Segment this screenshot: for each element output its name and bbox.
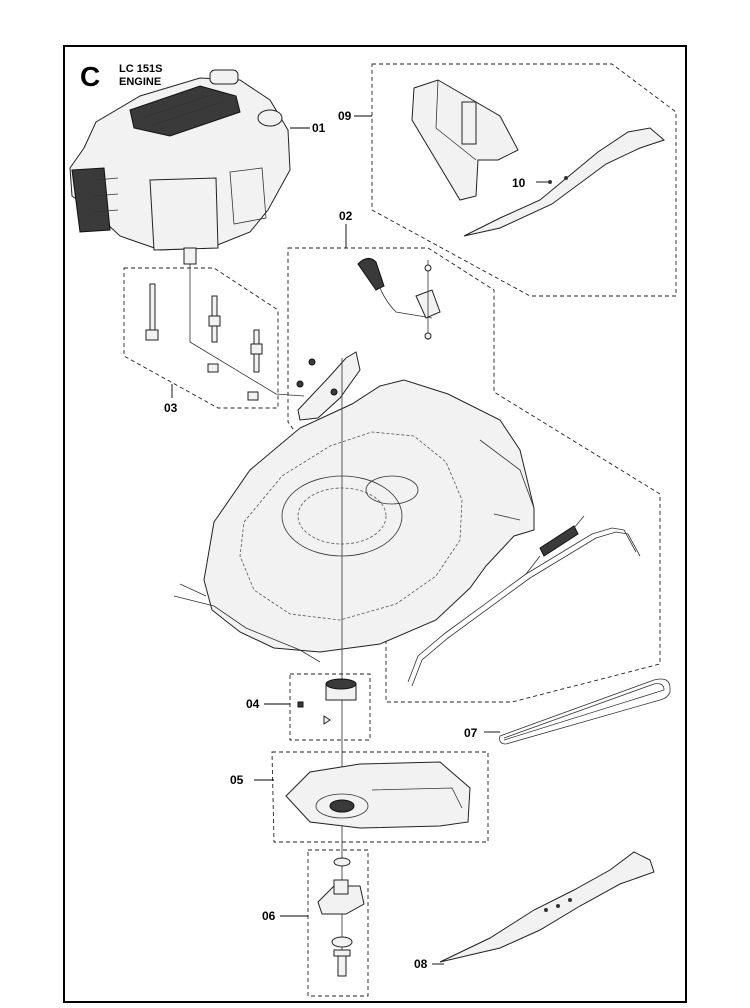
model-name: LC 151S — [119, 63, 162, 75]
callout-03: 03 — [164, 401, 178, 415]
callout-07: 07 — [464, 726, 478, 740]
blade-10-part — [463, 127, 665, 237]
group-06-outline — [307, 849, 369, 997]
blade-hub-part — [317, 857, 365, 977]
callout-08: 08 — [414, 957, 428, 971]
group-04-outline — [289, 673, 371, 741]
section-letter: C — [80, 61, 100, 92]
spring-part — [525, 515, 585, 575]
bolts-part — [145, 283, 263, 401]
mulching-plug-part — [411, 79, 519, 201]
model-subtitle: ENGINE — [119, 76, 161, 88]
callout-01: 01 — [312, 121, 326, 135]
cutting-deck-part — [173, 379, 535, 663]
callout-09: 09 — [338, 109, 352, 123]
blade-brake-bracket-part — [296, 351, 361, 421]
belt-part — [499, 678, 671, 745]
handle-rod-part — [407, 527, 641, 687]
callout-06: 06 — [262, 909, 276, 923]
blade-08-part — [439, 851, 655, 963]
adapter-part — [297, 678, 357, 725]
callout-10: 10 — [512, 176, 526, 190]
group-05-outline — [271, 751, 489, 843]
engine-part — [69, 69, 291, 265]
throttle-lever-part — [357, 258, 441, 340]
callout-02: 02 — [339, 209, 353, 223]
group-09-outline — [371, 63, 677, 297]
blade-housing-part — [285, 761, 471, 829]
callout-05: 05 — [230, 773, 244, 787]
diagram-frame — [63, 45, 687, 1003]
callout-04: 04 — [246, 697, 260, 711]
